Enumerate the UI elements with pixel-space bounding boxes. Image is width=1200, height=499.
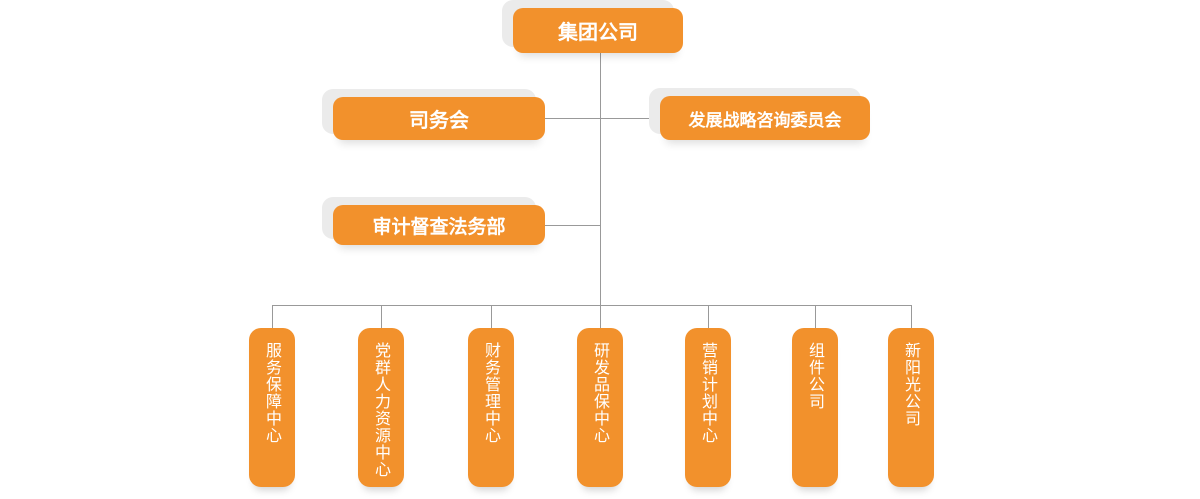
connector-drop-2 xyxy=(381,305,382,328)
connector-drop-7 xyxy=(911,305,912,328)
node-audit-legal-dept: 审计督查法务部 xyxy=(333,205,545,245)
node-dept-finance-management-center: 财务管理中心 xyxy=(468,328,514,487)
connector-trunk-vertical xyxy=(600,53,601,305)
node-dept-marketing-planning-center-label: 营销计划中心 xyxy=(699,342,718,444)
node-dept-rd-quality-center: 研发品保中心 xyxy=(577,328,623,487)
connector-drop-4 xyxy=(600,305,601,328)
node-group-company: 集团公司 xyxy=(513,8,683,53)
connector-bus-horizontal xyxy=(272,305,911,306)
node-company-affairs-council-label: 司务会 xyxy=(409,108,469,132)
node-dept-service-support-center-label: 服务保障中心 xyxy=(263,342,282,444)
node-strategy-advisory-committee: 发展战略咨询委员会 xyxy=(660,96,870,140)
connector-level2-horizontal xyxy=(545,118,660,119)
node-dept-rd-quality-center-label: 研发品保中心 xyxy=(591,342,610,444)
node-dept-new-sunshine-company-label: 新阳光公司 xyxy=(902,342,921,427)
node-dept-party-hr-center: 党群人力资源中心 xyxy=(358,328,404,487)
node-dept-component-company: 组件公司 xyxy=(792,328,838,487)
node-dept-finance-management-center-label: 财务管理中心 xyxy=(482,342,501,444)
node-audit-legal-dept-label: 审计督查法务部 xyxy=(372,215,506,238)
node-dept-new-sunshine-company: 新阳光公司 xyxy=(888,328,934,487)
node-group-company-label: 集团公司 xyxy=(558,20,638,44)
node-dept-service-support-center: 服务保障中心 xyxy=(249,328,295,487)
node-dept-component-company-label: 组件公司 xyxy=(806,342,825,410)
node-strategy-advisory-committee-label: 发展战略咨询委员会 xyxy=(688,110,842,131)
node-dept-marketing-planning-center: 营销计划中心 xyxy=(685,328,731,487)
connector-drop-1 xyxy=(272,305,273,328)
connector-drop-6 xyxy=(815,305,816,328)
node-dept-party-hr-center-label: 党群人力资源中心 xyxy=(372,342,391,478)
node-company-affairs-council: 司务会 xyxy=(333,97,545,140)
connector-level3-horizontal xyxy=(545,225,600,226)
connector-drop-5 xyxy=(708,305,709,328)
connector-drop-3 xyxy=(491,305,492,328)
